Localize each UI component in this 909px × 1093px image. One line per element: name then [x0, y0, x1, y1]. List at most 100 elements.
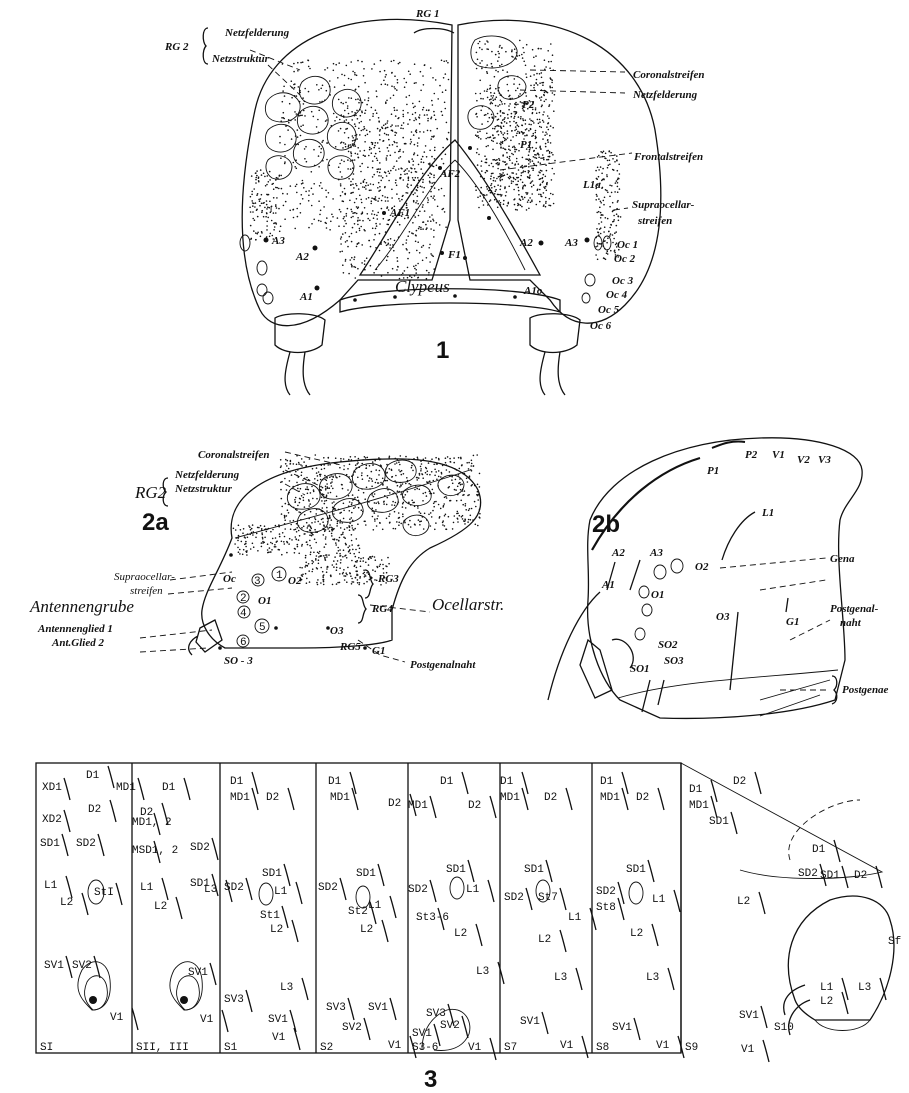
seta-label-l2: L2 — [360, 924, 373, 936]
segment-name: S1 — [224, 1042, 238, 1054]
seta-label-v1: V1 — [272, 1032, 286, 1044]
seta-label-l3: L3 — [280, 982, 293, 994]
rg3-brace — [365, 570, 373, 598]
label-p2: P2 — [522, 99, 535, 111]
seta-stroke — [66, 876, 72, 898]
seta-stroke — [648, 860, 654, 882]
seta-stroke — [476, 924, 482, 946]
label-antennengrube: Antennengrube — [29, 597, 134, 616]
seta-stroke — [566, 788, 572, 810]
seta-label-sv1: SV1 — [412, 1028, 432, 1040]
seta-label-v1: V1 — [741, 1044, 755, 1056]
ocellus-6: 6 — [240, 637, 247, 649]
seta-stroke — [64, 778, 70, 800]
figure-1-number: 1 — [436, 337, 449, 364]
seta-label-st8: St8 — [596, 902, 616, 914]
figure-3-number: 3 — [424, 1066, 437, 1093]
seta-label-sv3: SV3 — [224, 994, 244, 1006]
label-a2-left: A2 — [295, 251, 309, 263]
seta-stroke — [212, 838, 218, 860]
seta-label-sd1: SD1 — [709, 816, 729, 828]
label-o2-2b: O2 — [695, 561, 709, 573]
seta-label-d1: D1 — [812, 844, 826, 856]
rg2-brace — [203, 28, 208, 64]
figure-2b-setae — [548, 442, 788, 712]
seta-label-d2: D2 — [636, 792, 649, 804]
seta-stroke — [184, 778, 190, 800]
seta-stroke — [210, 963, 216, 985]
seta-label-d1: D1 — [500, 776, 514, 788]
figure-1-head-frontal: RG 1 RG 2 Netzfelderung Netzstruktur Cor… — [164, 8, 705, 586]
label-o3-2a: O3 — [330, 625, 344, 637]
label-frontalstreifen: Frontalstreifen — [633, 151, 703, 163]
seta-label-md1: MD1 — [408, 800, 428, 812]
seta-label-l3: L3 — [554, 972, 567, 984]
antenna-right — [530, 314, 580, 395]
seta-label-sv1: SV1 — [520, 1016, 540, 1028]
seta-stroke — [62, 834, 68, 856]
ocellus-4: 4 — [240, 608, 247, 620]
seta-stroke — [658, 788, 664, 810]
label-p2-2b: P2 — [745, 449, 758, 461]
seta-stroke — [296, 882, 302, 904]
seta-label-xd2: XD2 — [42, 814, 62, 826]
seta-stroke — [430, 796, 436, 818]
seta-label-sd1: SD1 — [820, 870, 840, 882]
seta-stroke — [668, 968, 674, 990]
seta-label-msd1-2: MSD1, 2 — [132, 845, 178, 857]
seta-stroke — [132, 1008, 138, 1030]
seta-stroke — [284, 864, 290, 886]
figure-2b-number: 2b — [592, 511, 620, 538]
rg1-brace — [414, 29, 454, 34]
seta-stroke — [340, 878, 346, 900]
label-ocellarstr: Ocellarstr. — [432, 595, 504, 614]
seta-label-l2: L2 — [60, 897, 73, 909]
seta-label-l1: L1 — [652, 894, 666, 906]
seta-label-d2: D2 — [468, 800, 481, 812]
seta-label-l3: L3 — [858, 982, 871, 994]
label-netzfelderung: Netzfelderung — [224, 27, 290, 39]
segment-name: S7 — [504, 1042, 517, 1054]
segment-name: S3-6 — [412, 1042, 438, 1054]
seta-label-xd1: XD1 — [42, 782, 62, 794]
label-p1-2b: P1 — [707, 465, 719, 477]
label-rg2: RG 2 — [164, 41, 189, 53]
seta-stroke — [364, 1018, 370, 1040]
seta-label-d2: D2 — [854, 870, 867, 882]
seta-label-l2: L2 — [270, 924, 283, 936]
seta-label-sv1: SV1 — [44, 960, 64, 972]
seta-label-l1: L1 — [368, 900, 382, 912]
seta-label-d2: D2 — [388, 798, 401, 810]
seta-label-l2: L2 — [154, 901, 167, 913]
segment-labels: XD1D1MD1XD2D2SD1SD2L1L2StISV1SV2V1SID1D2… — [40, 770, 901, 1056]
figure-2a-head-lateral: 3 1 2 4 5 6 Coronalstreifen RG2 Netzfeld… — [29, 449, 504, 671]
segment-name: S2 — [320, 1042, 333, 1054]
seta-label-d2: D2 — [733, 776, 746, 788]
label-g1-2a: G1 — [372, 645, 385, 657]
seta-label-sv1: SV1 — [188, 967, 208, 979]
seta-stroke — [302, 978, 308, 1000]
seta-stroke — [98, 834, 104, 856]
seta-label-sv2: SV2 — [72, 960, 92, 972]
label-a2-2b: A2 — [611, 547, 625, 559]
seta-stroke — [290, 1010, 296, 1032]
seta-stroke — [634, 1018, 640, 1040]
seta-label-sd1: SD1 — [524, 864, 544, 876]
label-rg3: RG3 — [377, 573, 399, 585]
seta-stroke — [110, 800, 116, 822]
label-coronalstreifen-2a: Coronalstreifen — [198, 449, 270, 461]
label-netzfelderung-right: Netzfelderung — [632, 89, 698, 101]
label-so1-2b: SO1 — [630, 663, 650, 675]
netzfelderung-left — [265, 76, 361, 179]
seta-label-l1: L1 — [274, 886, 288, 898]
seta-stroke — [138, 778, 144, 800]
ocellus-3: 3 — [254, 576, 261, 588]
label-oc3: Oc 3 — [612, 275, 634, 287]
netzfelderung-right — [468, 36, 526, 129]
seta-stroke — [246, 878, 252, 900]
seta-label-st3-6: St3-6 — [416, 912, 449, 924]
seta-stroke — [378, 864, 384, 886]
ocellus-5: 5 — [259, 622, 266, 634]
seta-label-sd1: SD1 — [262, 868, 282, 880]
